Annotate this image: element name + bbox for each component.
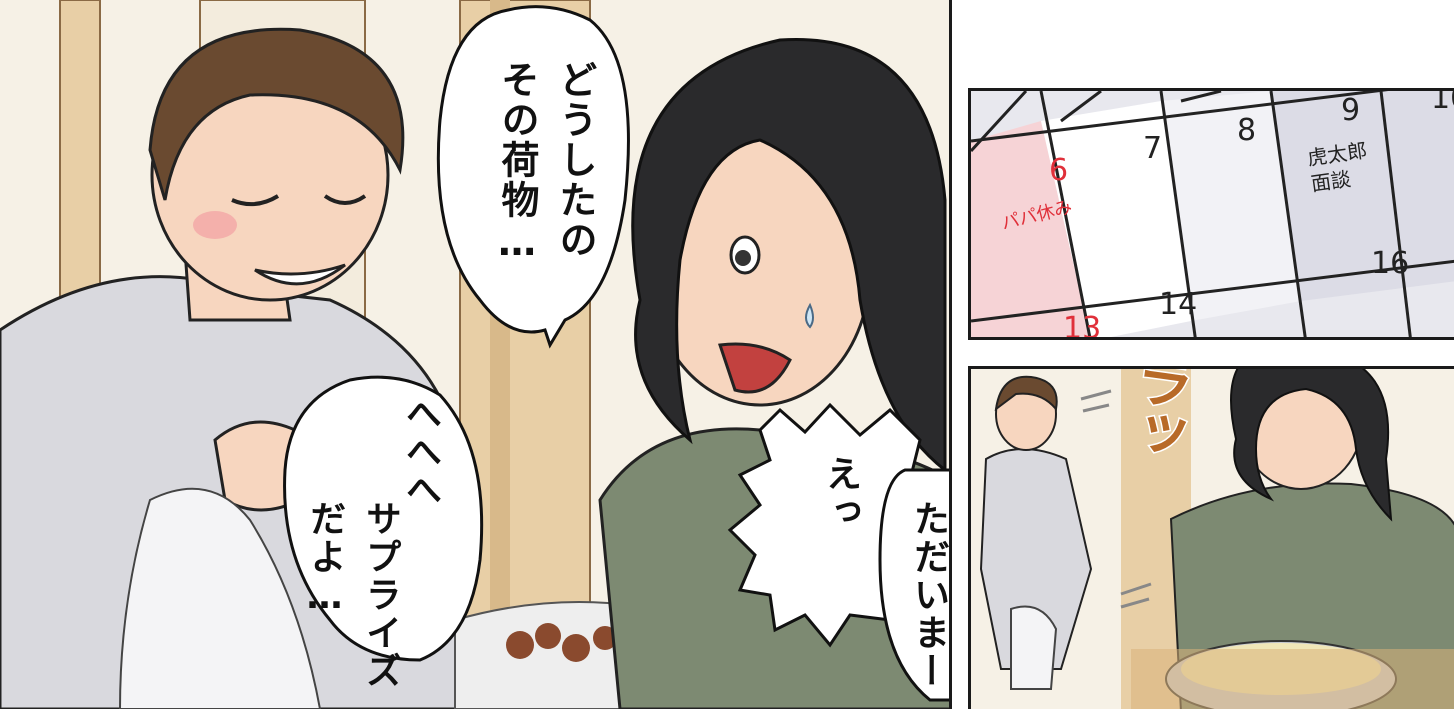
calendar-date: 13 [1063,311,1102,340]
calendar-date: 14 [1159,287,1198,322]
speech-bubbles-main [283,5,949,702]
calendar-date: 7 [1143,131,1163,166]
panel-main: どうしたの その荷物… へへへ サプライズ だよ… えっ ただいまー [0,0,952,709]
bubble-tadaima-text: ただいまー [908,500,949,690]
panel-kitchen-art [971,369,1454,709]
panel-kitchen: ガラッ [968,366,1454,709]
calendar-note-interview: 虎太郎 面談 [1305,138,1369,196]
calendar-date: 8 [1237,113,1257,148]
bubble-question-text: どうしたの その荷物… [495,60,597,266]
panel-calendar: 6 7 8 9 10 13 14 16 パパ休み 虎太郎 面談 [968,88,1454,340]
calendar-date: 6 [1049,153,1069,188]
calendar-date: 9 [1341,93,1361,128]
calendar-date: 10 [1431,88,1454,116]
bubble-eh-text: えっ [820,455,861,531]
calendar-grid [971,91,1454,337]
bubble-hehehe-text: へへへ [400,395,441,509]
calendar-date: 16 [1371,246,1410,281]
bubble-surprise-text: サプライズ だよ… [304,500,401,690]
